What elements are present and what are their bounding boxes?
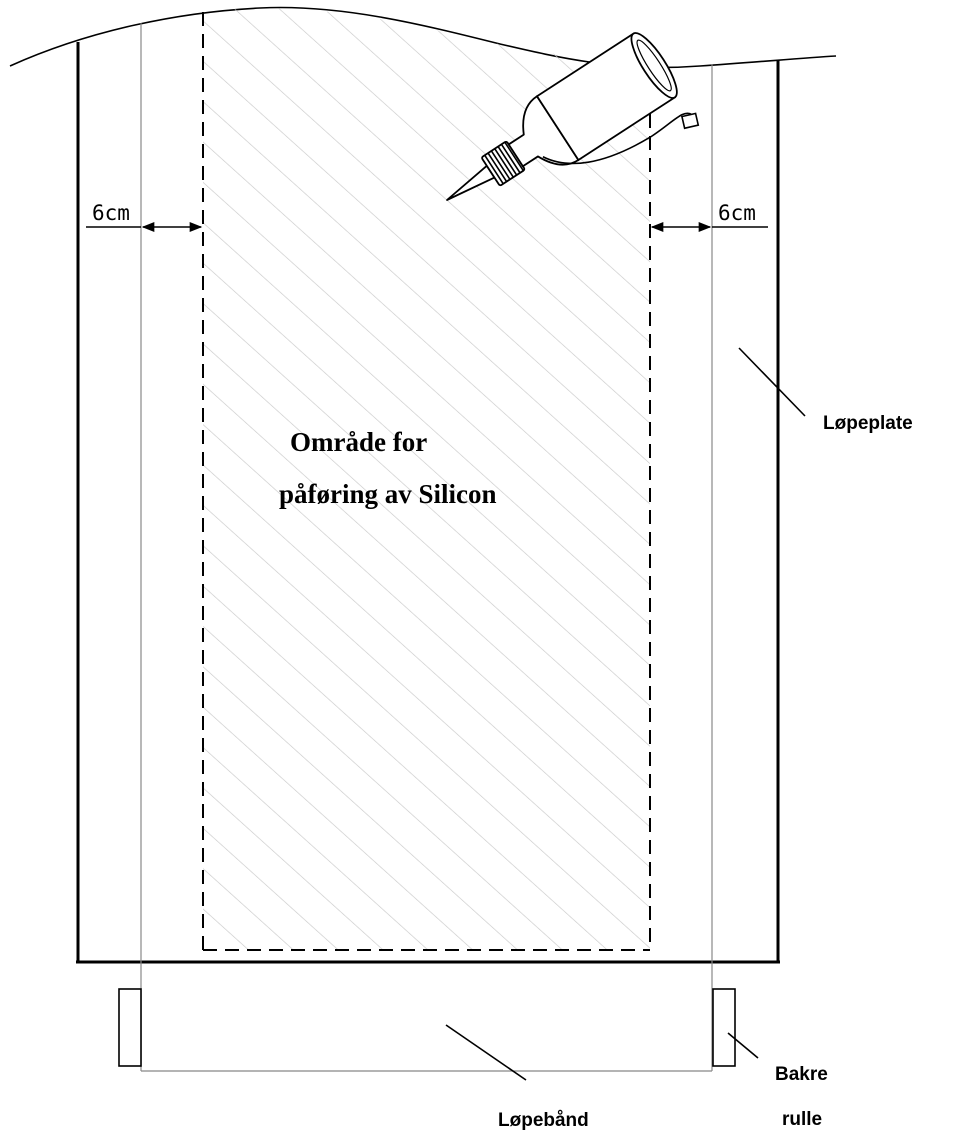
running-deck <box>76 42 780 964</box>
deck-label: Løpeplate <box>823 413 913 434</box>
dimension-right: 6cm <box>650 201 768 233</box>
deck-leader-line <box>738 347 806 417</box>
roller-left-cap <box>118 988 142 1067</box>
belt-edges <box>140 8 713 962</box>
area-label-line2: påføring av Silicon <box>279 479 497 509</box>
silicone-area-hatch <box>203 8 650 950</box>
area-label-line1: Område for <box>290 427 427 457</box>
rear-roller-leader-line <box>727 1032 759 1059</box>
silicone-bottle-icon <box>446 32 700 201</box>
rear-roller-label-line1: Bakre <box>775 1064 828 1085</box>
break-line <box>9 6 837 69</box>
dimension-left-label: 6cm <box>92 201 130 225</box>
rear-roller-label-line2: rulle <box>782 1109 822 1130</box>
belt-leader-line <box>445 1024 527 1081</box>
belt-label: Løpebånd <box>498 1110 589 1131</box>
running-belt <box>140 962 713 1072</box>
silicone-area <box>202 8 651 951</box>
dimension-right-label: 6cm <box>718 201 756 225</box>
roller-right-cap <box>712 988 736 1067</box>
dimension-left: 6cm <box>86 201 203 233</box>
